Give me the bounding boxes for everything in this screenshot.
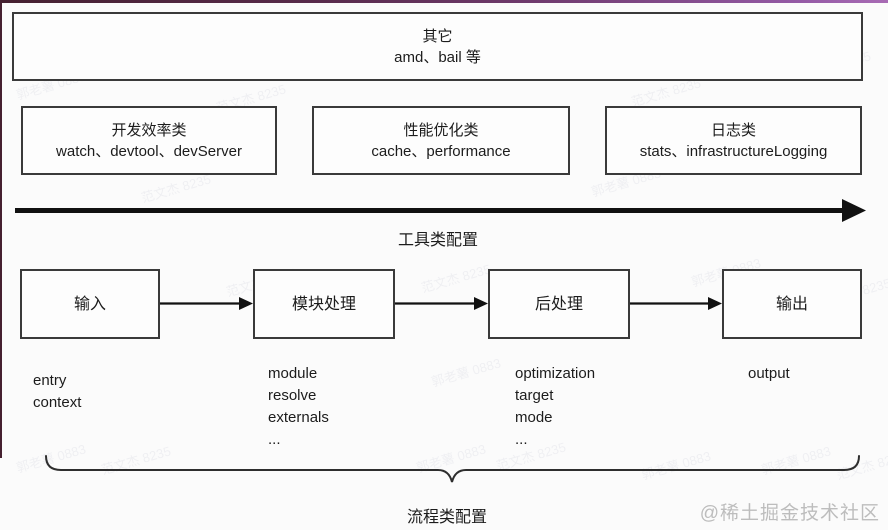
config-item: context (33, 394, 82, 411)
top-gradient-bar (0, 0, 888, 3)
watermark-text: 郭老薯 0883 (14, 441, 88, 476)
config-item: ... (515, 431, 528, 448)
config-item: entry (33, 372, 67, 389)
category-options: amd、bail 等 (394, 48, 481, 66)
left-border-line (0, 3, 2, 458)
flow-arrow-2 (395, 297, 488, 310)
config-item: ... (268, 431, 281, 448)
category-options: cache、performance (371, 142, 511, 160)
category-box-dev-efficiency: 开发效率类 watch、devtool、devServer (21, 106, 277, 175)
flow-step-label: 模块处理 (291, 295, 356, 313)
flow-step-label: 输出 (775, 295, 808, 313)
flow-step-label: 后处理 (534, 295, 583, 313)
flow-step-post-processing: 后处理 (488, 269, 630, 339)
watermark-text: 郭老薯 0883 (429, 355, 503, 390)
watermark-text: 范文杰 8235 (834, 448, 888, 483)
flow-step-input: 输入 (20, 269, 160, 339)
flow-arrow-3 (630, 297, 722, 310)
watermark-text: 郭老薯 0883 (759, 443, 833, 478)
flow-axis-label: 流程类配置 (406, 509, 487, 526)
watermark-text: 范文杰 8235 (99, 443, 173, 478)
config-item: externals (268, 409, 329, 426)
category-box-other: 其它 amd、bail 等 (12, 12, 863, 81)
category-options: stats、infrastructureLogging (639, 142, 828, 160)
flow-step-module-processing: 模块处理 (253, 269, 395, 339)
category-title: 其它 (422, 27, 453, 45)
config-item: module (268, 365, 318, 382)
category-title: 开发效率类 (111, 121, 187, 139)
config-list-module: module resolve externals ... (268, 363, 329, 451)
tool-axis-label: 工具类配置 (397, 232, 478, 249)
config-list-input: entry context (33, 370, 81, 414)
config-item: output (748, 365, 790, 382)
config-list-output: output (748, 363, 790, 385)
category-options: watch、devtool、devServer (56, 142, 242, 160)
watermark-text: 郭老薯 0883 (639, 448, 713, 483)
flow-arrow-1 (160, 297, 253, 310)
config-item: mode (515, 409, 553, 426)
config-item: target (515, 387, 554, 404)
flow-step-output: 输出 (722, 269, 862, 339)
category-title: 性能优化类 (403, 121, 479, 139)
category-box-performance: 性能优化类 cache、performance (312, 106, 570, 175)
config-item: resolve (268, 387, 317, 404)
config-list-post: optimization target mode ... (515, 363, 595, 451)
category-title: 日志类 (710, 121, 756, 139)
config-item: optimization (515, 365, 596, 382)
watermark-text: 郭老薯 0883 (414, 441, 488, 476)
watermark-text: 范文杰 8235 (419, 261, 493, 296)
flow-step-label: 输入 (73, 295, 106, 313)
site-watermark: @稀土掘金技术社区 (699, 503, 880, 524)
category-box-logging: 日志类 stats、infrastructureLogging (605, 106, 862, 175)
